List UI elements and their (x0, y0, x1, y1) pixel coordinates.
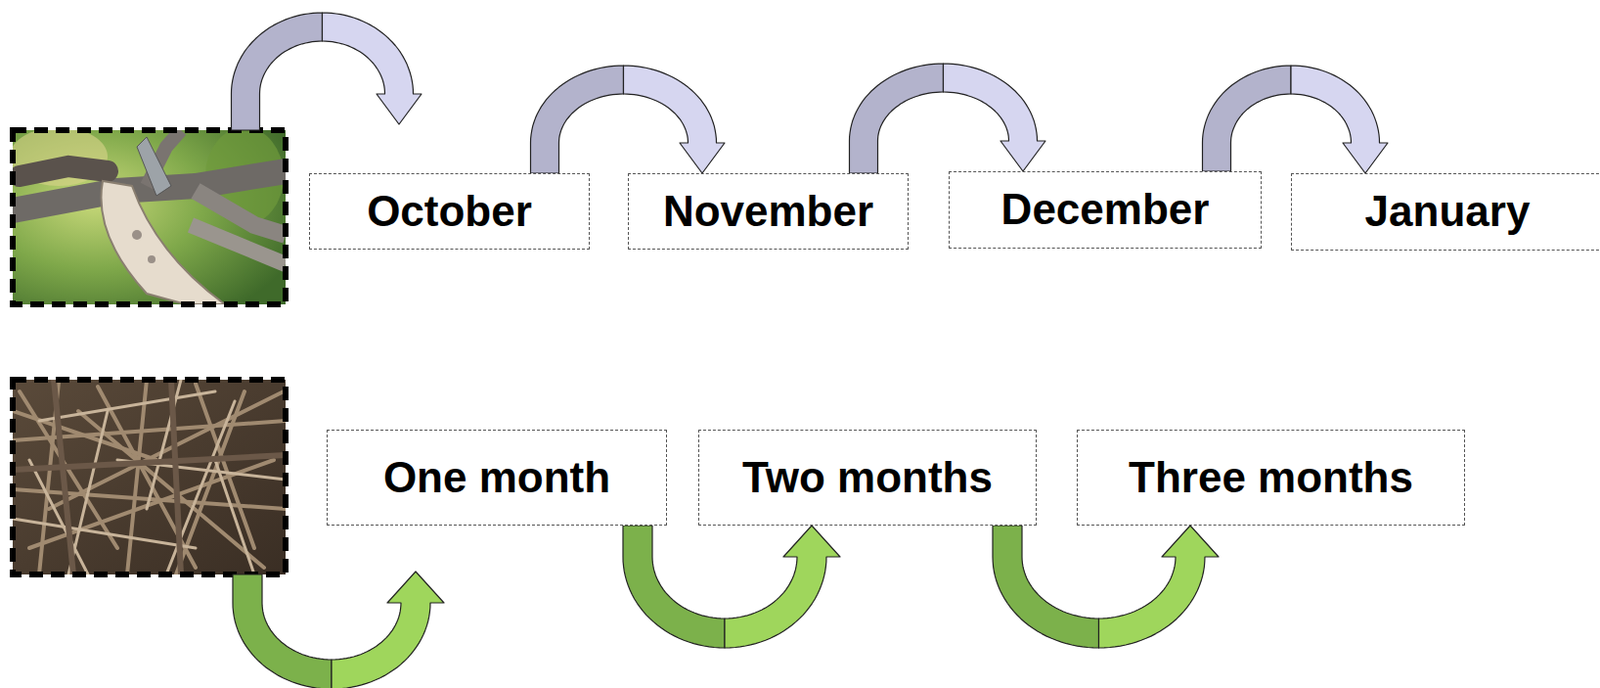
arrow-part (622, 525, 725, 648)
arrow-part (1202, 65, 1292, 172)
photo-arrow (232, 571, 445, 688)
curved-arrow (849, 63, 1047, 174)
arrow-part (724, 525, 841, 648)
arrow-part (623, 65, 726, 174)
box-label: Three months (1128, 453, 1414, 501)
month-box: October (309, 173, 590, 250)
arrow-part (322, 12, 423, 125)
photo-arrow (231, 12, 423, 131)
box-label: October (366, 187, 533, 235)
month-box: Two months (698, 429, 1037, 526)
box-label: Two months (742, 453, 993, 501)
curved-arrow (531, 65, 726, 174)
arrow-part (992, 525, 1100, 648)
box-label: January (1365, 187, 1531, 235)
box-label: November (663, 187, 874, 235)
arrow-part (849, 63, 944, 174)
arrow-part (1290, 65, 1388, 174)
month-box: One month (326, 429, 667, 526)
photo-frame (12, 379, 286, 575)
photo-frame (12, 130, 286, 305)
box-label: December (1001, 185, 1210, 233)
curved-arrow (1202, 65, 1389, 174)
arrow-part (232, 574, 332, 688)
arrow-part (531, 65, 624, 174)
month-box: December (948, 171, 1262, 249)
month-box: Three months (1076, 429, 1466, 526)
curved-arrow (622, 525, 841, 648)
arrow-part (331, 571, 445, 688)
month-box: November (627, 173, 909, 250)
box-label: One month (383, 453, 611, 501)
arrow-part (943, 63, 1047, 172)
brushwood-photo (12, 379, 286, 575)
month-box: January (1290, 173, 1600, 251)
pruning-photo (12, 130, 286, 305)
arrow-part (1099, 525, 1220, 648)
curved-arrow (992, 525, 1219, 648)
arrow-part (231, 12, 323, 131)
